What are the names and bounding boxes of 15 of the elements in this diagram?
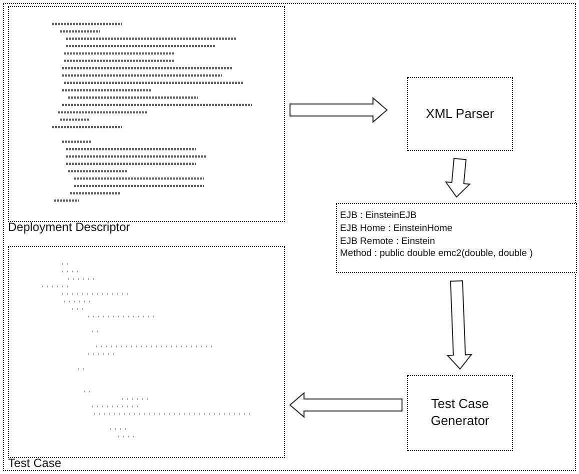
block-arrow [444, 158, 471, 198]
panel-caption: Test Case [8, 456, 62, 470]
block-arrow [289, 392, 402, 418]
panel-caption: Deployment Descriptor [8, 220, 130, 234]
process-label: Test Case Generator [430, 396, 490, 430]
info-line: EJB : EinsteinEJB [340, 210, 418, 223]
process-box [407, 375, 513, 451]
block-arrow [446, 280, 472, 370]
process-box [407, 77, 513, 151]
info-line: EJB Remote : Einstein [340, 236, 436, 248]
process-label: XML Parser [425, 106, 495, 122]
info-line: EJB Home : EinsteinHome [340, 222, 454, 236]
info-line: Method : public double emc2(double, double ) [340, 248, 534, 262]
block-arrow [290, 96, 388, 124]
info-box [336, 203, 577, 273]
